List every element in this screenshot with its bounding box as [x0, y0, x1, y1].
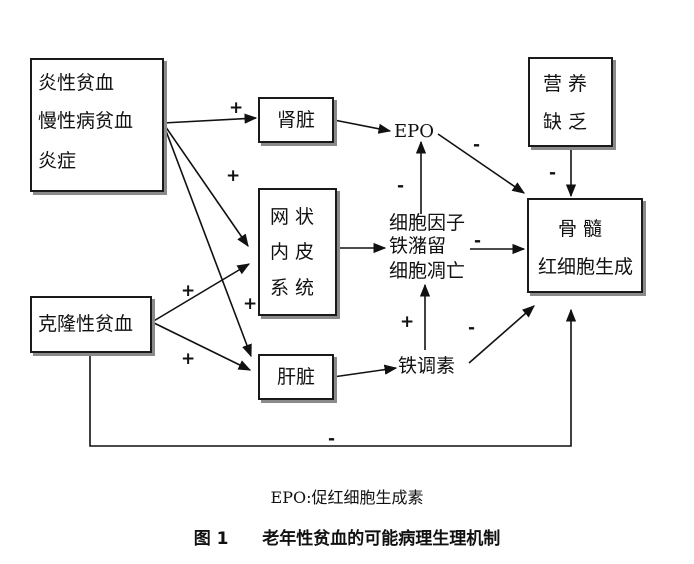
inflammation-anemia-box: 炎性贫血 慢性病贫血 炎症: [30, 58, 164, 192]
liver-box: 肝脏: [258, 354, 334, 400]
apoptosis-label: 细胞凋亡: [389, 260, 466, 282]
kidney-label: 肾脏: [277, 109, 316, 131]
sign-minus-nutrition: -: [549, 163, 557, 183]
sign-minus-epo-marrow: -: [473, 135, 481, 155]
bone-marrow-box: 骨 髓 红细胞生成: [527, 198, 643, 293]
clonal-anemia-box: 克隆性贫血: [30, 296, 152, 353]
arrow-inflammation-to-liver: [162, 122, 252, 358]
kidney-box: 肾脏: [258, 97, 334, 143]
sign-minus-clonal-marrow: -: [328, 429, 336, 449]
chronic-disease-anemia-label: 慢性病贫血: [38, 110, 134, 132]
arrow-kidney-to-epo: [333, 119, 392, 134]
sign-plus-hepcidin: +: [400, 312, 415, 332]
figure-label: 图 1: [193, 529, 229, 549]
res-line-1: 网 状: [270, 206, 315, 228]
bone-marrow-label: 骨 髓: [558, 218, 603, 240]
arrow-inflammation-to-res: [162, 122, 249, 248]
epo-label: EPO: [394, 121, 435, 142]
res-line-2: 内 皮: [270, 241, 315, 263]
inflammatory-anemia-label: 炎性贫血: [38, 72, 115, 94]
arrow-clonal-to-res: [151, 263, 251, 323]
reticuloendothelial-system-box: 网 状 内 皮 系 统: [258, 188, 337, 316]
nutrition-line-1: 营 养: [543, 73, 588, 95]
cytokines-label: 细胞因子: [389, 212, 466, 234]
liver-label: 肝脏: [277, 366, 316, 388]
hepcidin-label: 铁调素: [398, 355, 456, 377]
sign-minus-hepcidin-marrow: -: [468, 318, 476, 338]
sign-minus-cytokines-marrow: -: [474, 231, 482, 251]
arrow-epo-to-marrow: [437, 133, 526, 194]
iron-retention-label: 铁潴留: [389, 235, 447, 257]
nutrition-deficiency-box: 营 养 缺 乏: [528, 57, 613, 147]
sign-plus-kidney: +: [229, 98, 244, 118]
figure-caption: 图 1 老年性贫血的可能病理生理机制: [0, 524, 694, 549]
nutrition-line-2: 缺 乏: [543, 111, 588, 133]
arrow-clonal-to-marrow: [89, 308, 577, 447]
erythropoiesis-label: 红细胞生成: [538, 256, 634, 278]
arrow-liver-to-hepcidin: [332, 364, 398, 378]
sign-minus-cytokines-epo: -: [397, 176, 405, 196]
arrow-clonal-to-liver: [151, 321, 252, 371]
clonal-anemia-label: 克隆性贫血: [38, 313, 134, 335]
abbreviation-note: EPO:促红细胞生成素: [270, 488, 424, 507]
arrow-inflammation-to-kidney: [162, 113, 258, 124]
sign-plus-liver-inflammation: +: [243, 294, 258, 314]
sign-plus-res-clonal: +: [181, 281, 196, 301]
figure-title: 老年性贫血的可能病理生理机制: [262, 529, 501, 549]
res-line-3: 系 统: [270, 277, 315, 299]
arrow-hepcidin-to-marrow: [468, 305, 535, 364]
sign-plus-liver-clonal: +: [181, 349, 196, 369]
inflammation-label: 炎症: [38, 150, 77, 172]
sign-plus-res-inflammation: +: [226, 166, 241, 186]
